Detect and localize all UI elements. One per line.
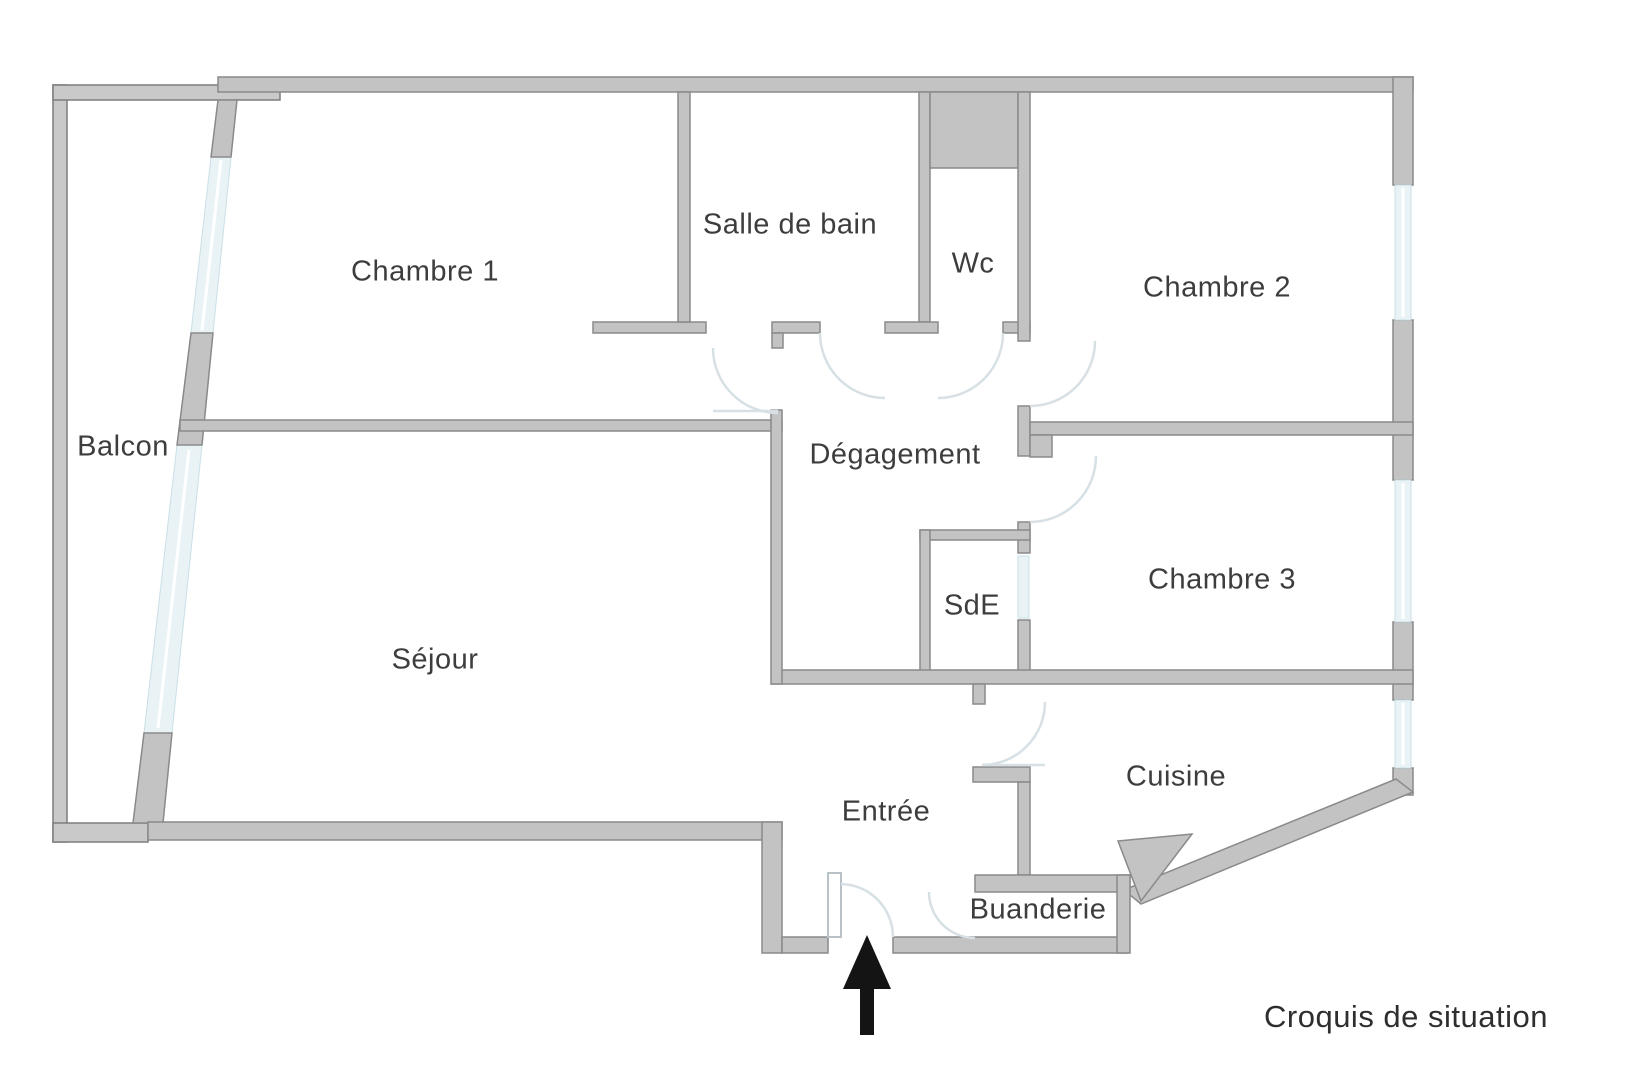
wall	[892, 936, 1129, 954]
entrance-door	[827, 872, 895, 938]
wall	[974, 874, 1131, 893]
room-label-sejour: Séjour	[391, 643, 479, 676]
door-arc-chambre1	[711, 347, 779, 415]
wall	[1392, 621, 1414, 701]
wall	[147, 821, 783, 841]
diagonal-wall	[1116, 778, 1415, 905]
window-glass-line	[200, 159, 223, 331]
wall	[1029, 421, 1414, 436]
wall	[972, 766, 1031, 783]
door-arc-chambre3	[1029, 455, 1098, 524]
wall	[132, 732, 173, 824]
wall	[1017, 91, 1031, 342]
wall	[1017, 781, 1031, 876]
door-arcs	[711, 332, 1098, 940]
door-jamb	[884, 321, 939, 334]
west-facade	[132, 99, 238, 824]
room-label-chambre3: Chambre 3	[1148, 563, 1296, 596]
wall	[217, 76, 1414, 93]
door-arc-entree	[840, 882, 895, 938]
room-label-salle-de-bain: Salle de bain	[702, 208, 878, 241]
wall	[1017, 619, 1031, 676]
window-glass-line	[156, 449, 191, 729]
door-leaf	[827, 872, 842, 938]
door-jamb	[771, 332, 784, 349]
wall	[918, 91, 931, 323]
wall	[781, 936, 829, 954]
wall	[52, 84, 68, 843]
door-arc-buanderie	[927, 891, 976, 940]
arrow-head	[843, 935, 891, 989]
wall	[770, 409, 783, 685]
wall	[52, 822, 149, 843]
room-label-entree: Entrée	[841, 795, 931, 828]
wall	[592, 321, 707, 334]
room-label-wc: Wc	[951, 247, 995, 280]
wall	[210, 99, 238, 158]
door-jamb	[1029, 434, 1053, 458]
duct-block	[929, 91, 1019, 169]
wall	[771, 669, 1414, 685]
room-label-cuisine: Cuisine	[1125, 760, 1227, 793]
wall	[1122, 778, 1415, 905]
room-label-sde: SdE	[943, 589, 1001, 622]
exterior-walls	[147, 76, 1414, 954]
door-arc-cuisine	[981, 701, 1047, 767]
room-label-balcon: Balcon	[77, 430, 169, 463]
wall	[1116, 874, 1131, 954]
entrance-arrow-icon	[843, 935, 891, 1035]
wall	[919, 529, 931, 676]
door-arc-wc	[937, 332, 1005, 400]
wall	[1392, 76, 1414, 186]
wall	[771, 321, 821, 334]
wall	[1017, 405, 1031, 457]
wall	[677, 91, 691, 323]
wall	[761, 821, 783, 954]
wall	[1392, 319, 1414, 481]
room-label-buanderie: Buanderie	[969, 893, 1107, 926]
door-arc-chambre2	[1029, 340, 1097, 408]
room-label-chambre1: Chambre 1	[351, 255, 499, 288]
room-label-chambre2: Chambre 2	[1143, 271, 1291, 304]
wall	[176, 332, 214, 446]
wall	[919, 529, 1031, 541]
wall	[179, 419, 783, 432]
door-arc-salle-de-bain	[818, 332, 886, 400]
door-jamb	[972, 683, 986, 705]
plan-caption: Croquis de situation	[1264, 999, 1548, 1034]
interior-walls	[179, 91, 1414, 954]
wall-notch	[1116, 833, 1194, 903]
sliding-door	[1017, 555, 1030, 619]
room-label-degagement: Dégagement	[809, 438, 981, 471]
arrow-stem	[860, 989, 874, 1035]
